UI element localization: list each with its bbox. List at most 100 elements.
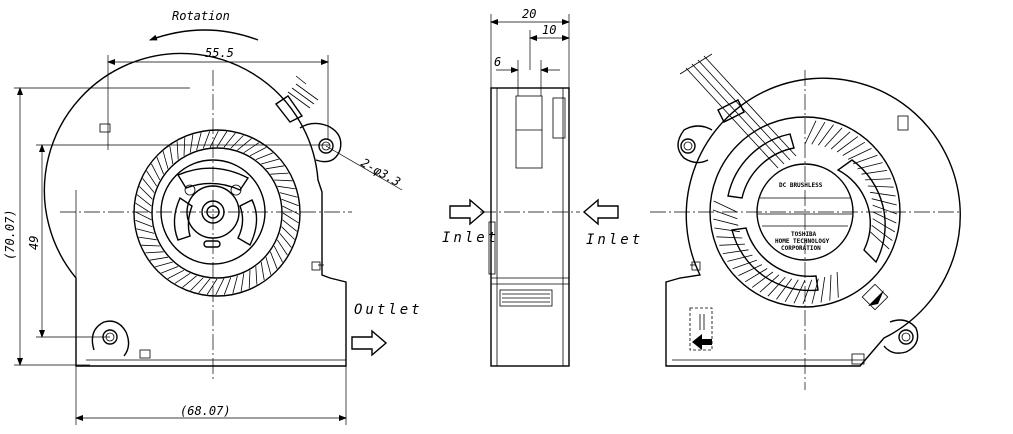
blade bbox=[872, 211, 897, 224]
blade bbox=[190, 277, 204, 291]
back-view: DC BRUSHLESS TOSHIBA HOME TECHNOLOGY COR… bbox=[650, 53, 961, 390]
blade bbox=[142, 178, 155, 193]
blade bbox=[751, 271, 774, 288]
blade bbox=[847, 148, 872, 160]
blade bbox=[265, 165, 285, 170]
blade bbox=[714, 227, 740, 233]
dim-thickness-label: 20 bbox=[522, 7, 536, 21]
blade bbox=[836, 136, 859, 153]
blade bbox=[744, 268, 768, 283]
blade bbox=[282, 212, 299, 224]
dim-width-label: 55.5 bbox=[205, 46, 234, 60]
blade bbox=[215, 278, 225, 296]
rotation-mark-icon bbox=[861, 283, 889, 311]
blade bbox=[281, 226, 295, 240]
blade bbox=[167, 269, 185, 279]
dim-overall-height-label: (70.07) bbox=[3, 209, 17, 260]
outlet-label: Outlet bbox=[354, 302, 423, 318]
inlet-right-arrow bbox=[582, 198, 619, 226]
blade bbox=[830, 131, 851, 150]
blade bbox=[149, 256, 169, 261]
blade bbox=[852, 154, 878, 165]
front-view: Rotation 55.5 (70.07) 49 (68.07) 2-φ3.3 bbox=[3, 9, 423, 425]
blade bbox=[276, 239, 288, 256]
blade bbox=[198, 278, 211, 294]
blade bbox=[249, 147, 267, 157]
blade bbox=[820, 277, 826, 303]
blade bbox=[793, 279, 806, 304]
blade bbox=[134, 211, 152, 221]
blade bbox=[141, 244, 160, 247]
blade bbox=[274, 179, 293, 182]
mount-hole-top bbox=[299, 122, 342, 163]
blade bbox=[857, 162, 883, 170]
side-body bbox=[490, 87, 570, 367]
blade bbox=[216, 131, 228, 148]
blade bbox=[206, 278, 218, 295]
blade bbox=[223, 277, 232, 295]
label-plate: DC BRUSHLESS TOSHIBA HOME TECHNOLOGY COR… bbox=[756, 163, 854, 261]
airflow-direction-icon bbox=[689, 307, 713, 351]
blade bbox=[872, 218, 896, 233]
blade bbox=[260, 261, 265, 281]
blade bbox=[713, 200, 738, 213]
blade bbox=[824, 127, 843, 148]
label-line-4: CORPORATION bbox=[781, 245, 821, 252]
blade bbox=[243, 142, 260, 154]
blade bbox=[713, 218, 739, 226]
blade bbox=[870, 191, 896, 197]
blade bbox=[136, 194, 152, 207]
mount-hole-bottom bbox=[91, 320, 130, 357]
blade bbox=[240, 273, 245, 292]
blade bbox=[727, 254, 753, 262]
blade bbox=[279, 192, 298, 198]
blade bbox=[784, 279, 799, 303]
blade bbox=[174, 272, 191, 284]
blade bbox=[161, 266, 179, 274]
blade bbox=[182, 275, 197, 288]
front-housing-outline bbox=[43, 52, 347, 367]
blade bbox=[189, 134, 194, 153]
blade bbox=[712, 209, 738, 220]
blade bbox=[155, 261, 173, 268]
blade bbox=[869, 231, 890, 250]
inlet-right-label: Inlet bbox=[586, 232, 643, 248]
dim-hole-label: 2-φ3.3 bbox=[359, 155, 404, 189]
blade bbox=[864, 178, 891, 181]
rotation-label: Rotation bbox=[172, 9, 230, 23]
dim-offset-label: 6 bbox=[494, 55, 501, 69]
blade bbox=[867, 185, 894, 188]
blade bbox=[270, 251, 278, 269]
blade bbox=[183, 137, 186, 156]
blade bbox=[202, 131, 211, 149]
blade bbox=[209, 130, 219, 148]
blade bbox=[135, 202, 152, 214]
blade bbox=[136, 228, 155, 234]
blade bbox=[270, 172, 289, 175]
blade bbox=[811, 278, 819, 304]
inlet-left-arrow bbox=[449, 198, 486, 226]
blade bbox=[145, 251, 164, 254]
blade bbox=[836, 271, 839, 298]
blade bbox=[732, 259, 758, 270]
blade bbox=[151, 163, 161, 181]
blade bbox=[237, 138, 252, 151]
blade bbox=[802, 279, 813, 305]
blade bbox=[861, 170, 888, 175]
blade bbox=[282, 219, 298, 232]
blade bbox=[261, 158, 279, 165]
blade bbox=[273, 245, 283, 263]
dim-mount-spacing-label: 49 bbox=[27, 236, 41, 250]
blade bbox=[146, 170, 158, 187]
blade bbox=[767, 276, 786, 297]
blade bbox=[804, 120, 817, 145]
blade bbox=[872, 204, 898, 215]
blade bbox=[738, 264, 763, 276]
blade bbox=[176, 141, 179, 160]
impeller bbox=[133, 129, 301, 297]
blade bbox=[817, 124, 834, 146]
outlet-arrow bbox=[351, 329, 388, 357]
back-housing-outline bbox=[665, 77, 961, 367]
blade bbox=[196, 132, 202, 151]
blade bbox=[759, 274, 780, 293]
